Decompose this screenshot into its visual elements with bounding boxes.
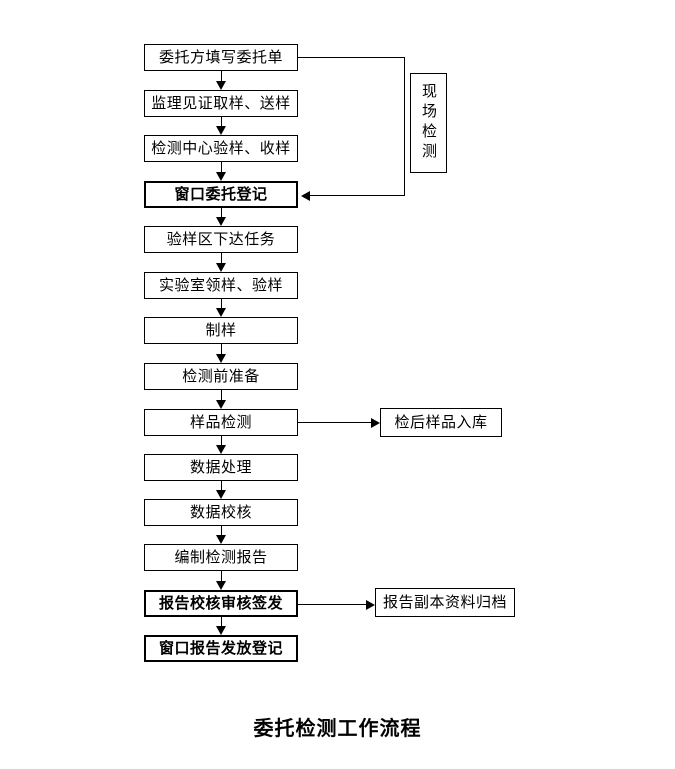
connector-n11-n12 [221, 526, 222, 536]
arrowhead-n5-n6 [216, 263, 226, 272]
bypass-right-segment [404, 57, 405, 196]
arrowhead-n6-n7 [216, 308, 226, 317]
connector-n4-n5 [221, 208, 222, 217]
arrowhead-n1-n2 [216, 81, 226, 90]
connector-branch-sample-storage [298, 422, 371, 423]
flow-node-data-verification[interactable]: 数据校核 [144, 499, 298, 526]
connector-n10-n11 [221, 481, 222, 491]
flow-node-window-registration[interactable]: 窗口委托登记 [144, 181, 298, 208]
flow-node-report-review-signoff[interactable]: 报告校核审核签发 [144, 590, 298, 617]
flow-node-data-processing[interactable]: 数据处理 [144, 454, 298, 481]
arrowhead-n10-n11 [216, 490, 226, 499]
flow-node-prepare-specimen[interactable]: 制样 [144, 317, 298, 344]
connector-n12-n13 [221, 571, 222, 582]
flow-node-compile-report[interactable]: 编制检测报告 [144, 544, 298, 571]
connector-branch-report-archive [298, 604, 366, 605]
arrowhead-branch-report-archive [366, 600, 375, 610]
arrowhead-n13-n14 [216, 626, 226, 635]
flow-node-entrust-form[interactable]: 委托方填写委托单 [144, 44, 298, 71]
arrowhead-n8-n9 [216, 400, 226, 409]
bypass-bottom-segment [310, 195, 405, 196]
flow-node-lab-collect-sample[interactable]: 实验室领样、验样 [144, 272, 298, 299]
flow-node-supervision-sampling[interactable]: 监理见证取样、送样 [144, 90, 298, 117]
arrowhead-bypass-to-window-registration [301, 191, 310, 201]
side-node-report-archive[interactable]: 报告副本资料归档 [375, 588, 515, 617]
arrowhead-n4-n5 [216, 217, 226, 226]
connector-n7-n8 [221, 344, 222, 355]
flow-node-window-report-issue[interactable]: 窗口报告发放登记 [144, 635, 298, 662]
arrowhead-n11-n12 [216, 535, 226, 544]
connector-n8-n9 [221, 390, 222, 401]
flow-node-sample-testing[interactable]: 样品检测 [144, 409, 298, 436]
flow-node-pretest-preparation[interactable]: 检测前准备 [144, 363, 298, 390]
connector-n6-n7 [221, 299, 222, 309]
vertical-label-onsite-testing: 现场检测 [410, 73, 447, 173]
arrowhead-branch-sample-storage [371, 418, 380, 428]
flow-node-center-receive-sample[interactable]: 检测中心验样、收样 [144, 135, 298, 162]
bypass-top-segment [298, 57, 405, 58]
arrowhead-n3-n4 [216, 172, 226, 181]
connector-n3-n4 [221, 162, 222, 174]
connector-n1-n2 [221, 71, 222, 83]
connector-n2-n3 [221, 117, 222, 128]
side-node-sample-storage[interactable]: 检后样品入库 [380, 408, 502, 437]
arrowhead-n7-n8 [216, 354, 226, 363]
connector-n9-n10 [221, 436, 222, 446]
diagram-title: 委托检测工作流程 [253, 716, 422, 740]
connector-n13-n14 [221, 617, 222, 626]
arrowhead-n2-n3 [216, 126, 226, 135]
connector-n5-n6 [221, 253, 222, 264]
flow-node-assign-task[interactable]: 验样区下达任务 [144, 226, 298, 253]
arrowhead-n12-n13 [216, 581, 226, 590]
arrowhead-n9-n10 [216, 445, 226, 454]
